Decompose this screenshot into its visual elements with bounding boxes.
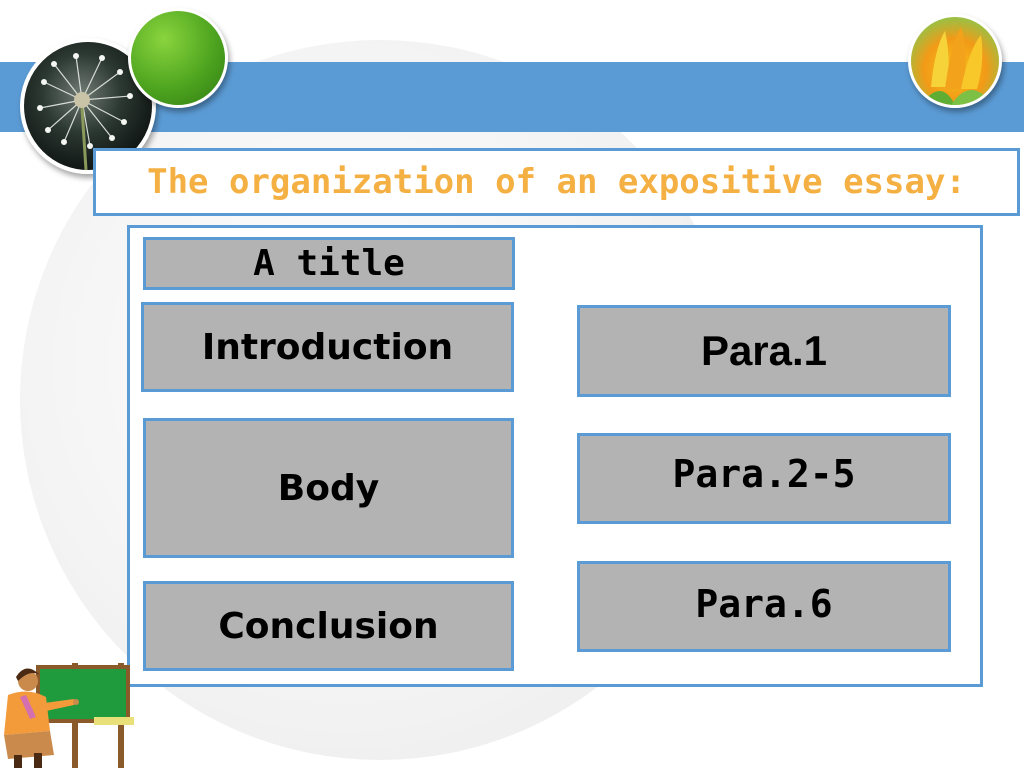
- body-label: Body: [277, 467, 380, 509]
- tulip-photo: [908, 14, 1002, 108]
- para-6-label: Para.6: [695, 582, 833, 626]
- para-1-label: Para.1: [700, 327, 828, 374]
- para-1-box: Para.1: [577, 305, 951, 397]
- conclusion-label: Conclusion: [218, 605, 439, 647]
- para-2-5-box: Para.2-5: [577, 433, 951, 524]
- introduction-box: Introduction: [141, 302, 514, 392]
- body-box: Body: [143, 418, 514, 558]
- title-box: A title: [143, 237, 515, 290]
- conclusion-box: Conclusion: [143, 581, 514, 671]
- para-2-5-label: Para.2-5: [672, 452, 856, 496]
- introduction-label: Introduction: [201, 327, 454, 368]
- slide-title-box: The organization of an expositive essay:: [93, 148, 1020, 216]
- title-label: A title: [253, 243, 405, 284]
- slide-title: The organization of an expositive essay:: [147, 162, 966, 202]
- green-circle-ornament: [128, 8, 228, 108]
- teacher-clipart: [4, 663, 134, 768]
- para-6-box: Para.6: [577, 561, 951, 652]
